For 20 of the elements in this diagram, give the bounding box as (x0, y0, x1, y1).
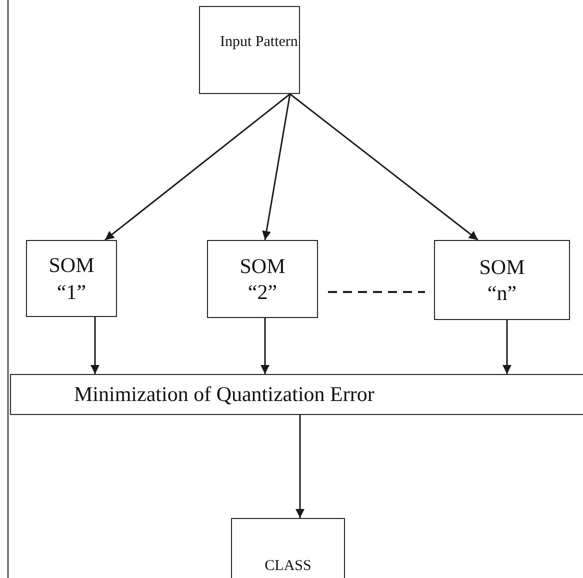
box-label: Input Pattern (220, 33, 298, 52)
process-box (10, 374, 583, 415)
connector-line (328, 291, 425, 293)
process-box (231, 518, 345, 578)
box-label: SOM “1” (48, 252, 96, 305)
process-box (26, 240, 117, 317)
arrow (104, 93, 290, 241)
process-box (199, 6, 300, 94)
process-box (434, 240, 570, 320)
box-label: SOM “2” (238, 252, 286, 306)
box-label: CLASS (264, 557, 312, 576)
arrow (502, 320, 512, 374)
arrow (260, 318, 270, 374)
process-box (207, 240, 318, 318)
arrow (296, 415, 304, 518)
arrow (262, 94, 291, 240)
arrow (90, 317, 100, 374)
arrow (290, 93, 478, 241)
box-label: SOM “n” (478, 254, 526, 306)
box-label: Minimization of Quantization Error (74, 381, 374, 408)
